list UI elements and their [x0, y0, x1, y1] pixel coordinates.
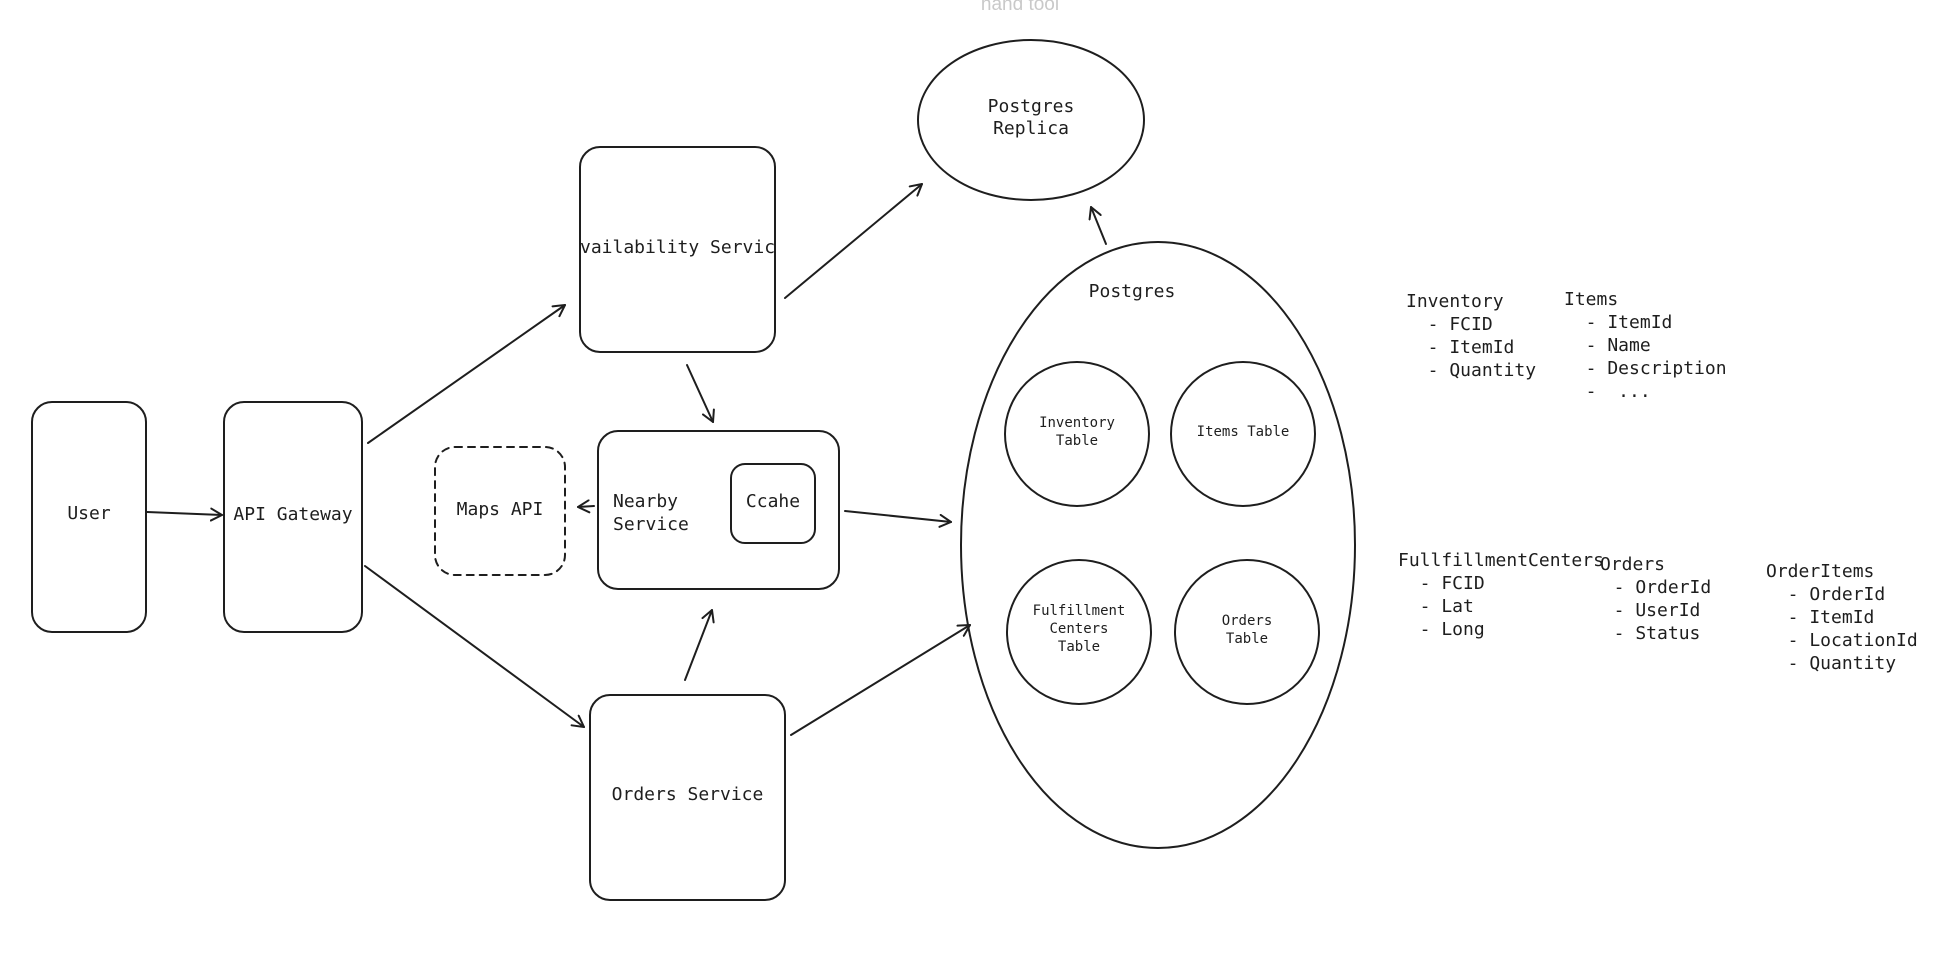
- orders-table-label: Orders Table: [1221, 613, 1273, 647]
- availability-service-label: vailability Servic: [580, 237, 775, 258]
- cache-label: Ccahe: [745, 491, 801, 512]
- orders-table-circle[interactable]: [1174, 559, 1320, 705]
- schema-fulfillment-centers-title: FullfillmentCenters: [1398, 550, 1604, 571]
- maps-api-box[interactable]: [434, 446, 566, 576]
- schema-fulfillment-centers-fields: - FCID - Lat - Long: [1419, 573, 1485, 640]
- api-gateway-box[interactable]: [223, 401, 363, 633]
- maps-api-label: Maps API: [456, 499, 544, 520]
- fulfillment-table-circle[interactable]: [1006, 559, 1152, 705]
- nearby-service-box[interactable]: [597, 430, 840, 590]
- arrow-orders-to-postgres[interactable]: [790, 624, 971, 736]
- schema-inventory-fields: - FCID - ItemId - Quantity: [1427, 314, 1537, 381]
- orders-service-box[interactable]: [589, 694, 786, 901]
- arrow-nearby-to-maps[interactable]: [577, 499, 595, 514]
- arrow-gateway-to-orders[interactable]: [364, 565, 585, 728]
- schema-items-fields: - ItemId - Name - Description - ...: [1585, 312, 1727, 402]
- schema-orders-fields: - OrderId - UserId - Status: [1613, 577, 1712, 644]
- inventory-table-label: Inventory Table: [1039, 415, 1115, 449]
- user-label: User: [67, 503, 111, 524]
- arrow-orders-to-nearby[interactable]: [684, 609, 715, 681]
- user-box[interactable]: [31, 401, 147, 633]
- cache-box[interactable]: [730, 463, 816, 544]
- arrow-nearby-to-postgres[interactable]: [844, 510, 952, 528]
- arrow-gateway-to-availability[interactable]: [367, 304, 566, 444]
- inventory-table-circle[interactable]: [1004, 361, 1150, 507]
- schema-order-items-fields: - OrderId - ItemId - LocationId - Quanti…: [1787, 584, 1918, 674]
- schema-orders-title: Orders: [1600, 554, 1666, 575]
- nearby-service-label: Nearby Service: [613, 491, 689, 535]
- availability-service-box[interactable]: [579, 146, 776, 353]
- schema-order-items-title: OrderItems: [1766, 561, 1875, 582]
- items-table-circle[interactable]: [1170, 361, 1316, 507]
- fulfillment-table-label: Fulfillment Centers Table: [1032, 603, 1126, 655]
- api-gateway-label: API Gateway: [233, 504, 353, 525]
- postgres-ellipse[interactable]: [960, 241, 1356, 849]
- tool-hint: hand tool: [980, 0, 1060, 15]
- arrow-availability-to-replica[interactable]: [784, 183, 923, 299]
- arrow-user-to-gateway[interactable]: [146, 507, 223, 522]
- arrow-availability-to-nearby[interactable]: [686, 364, 715, 423]
- postgres-replica-ellipse[interactable]: [917, 39, 1145, 201]
- arrow-postgres-to-replica[interactable]: [1088, 206, 1107, 245]
- postgres-replica-label: Postgres Replica: [987, 96, 1075, 139]
- orders-service-label: Orders Service: [611, 784, 764, 805]
- schema-items-title: Items: [1564, 289, 1619, 310]
- items-table-label: Items Table: [1196, 424, 1290, 440]
- postgres-label: Postgres: [1088, 281, 1176, 302]
- schema-inventory-title: Inventory: [1406, 291, 1504, 312]
